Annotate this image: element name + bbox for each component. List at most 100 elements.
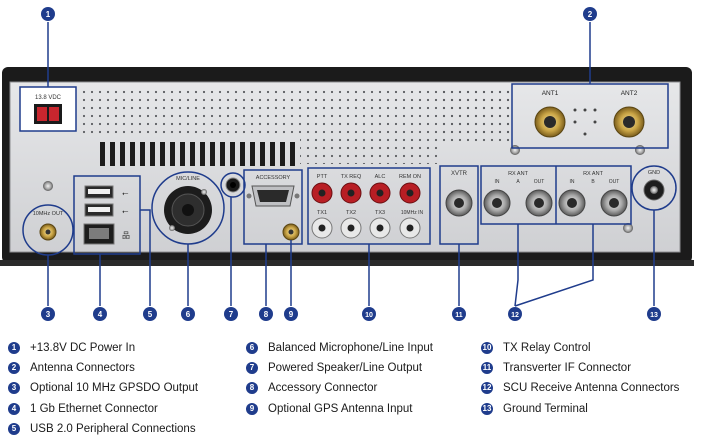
ant1-label: ANT1 [542, 90, 559, 97]
legend-number: 10 [481, 342, 493, 354]
gpsdo-label: 10MHz OUT [33, 211, 64, 217]
legend-item: 5 USB 2.0 Peripheral Connections [8, 421, 196, 437]
legend-item: 7 Powered Speaker/Line Output [246, 360, 422, 376]
legend-text: Antenna Connectors [30, 362, 135, 374]
legend-number: 9 [246, 403, 258, 415]
callout-12 [508, 307, 522, 321]
ground-terminal: GND [631, 165, 677, 211]
legend-text: TX Relay Control [503, 342, 591, 354]
callout-4 [93, 307, 107, 321]
power-label: 13.8 VDC [35, 95, 62, 101]
legend-item: 10 TX Relay Control [481, 340, 591, 356]
svg-text:7: 7 [229, 310, 234, 319]
accessory-label: ACCESSORY [256, 175, 291, 181]
rxb-in-label: IN [570, 179, 575, 185]
scu-rx-antenna-connectors: RX ANT RX ANT IN A OUT IN B OUT [480, 165, 632, 225]
svg-text:11: 11 [455, 312, 463, 319]
callout-2 [583, 7, 597, 21]
power-connector: 13.8 VDC [19, 86, 77, 132]
svg-text:9: 9 [289, 310, 294, 319]
svg-text:12: 12 [511, 312, 519, 319]
svg-text:13: 13 [650, 312, 658, 319]
legend-item: 3 Optional 10 MHz GPSDO Output [8, 380, 198, 396]
svg-text:1: 1 [46, 10, 51, 19]
legend-text: Ground Terminal [503, 403, 588, 415]
rca-top-label: PTT [317, 174, 328, 180]
callout-markers: 1 2 3 4 5 6 7 8 9 10 11 12 13 [41, 7, 661, 321]
rca-bottom-label: TX3 [375, 210, 385, 216]
legend-number: 8 [246, 382, 258, 394]
callout-5 [143, 307, 157, 321]
legend-item: 6 Balanced Microphone/Line Input [246, 340, 433, 356]
rca-top-label: ALC [375, 174, 386, 180]
callout-10 [362, 307, 376, 321]
rxa-a-label: A [516, 179, 520, 185]
legend-number: 3 [8, 382, 20, 394]
network-icon: 品 [122, 231, 130, 240]
svg-text:5: 5 [148, 310, 153, 319]
rca-bottom-label: TX1 [317, 210, 327, 216]
svg-text:4: 4 [98, 310, 103, 319]
callout-3 [41, 307, 55, 321]
mic-label: MIC/LINE [176, 176, 200, 182]
rx-ant-b-label: RX ANT [583, 171, 604, 177]
usb-ethernet: ⭠ ⭠ 品 [73, 175, 141, 255]
speaker-output [220, 172, 246, 198]
usb-icon: ⭠ [122, 207, 129, 216]
svg-text:10: 10 [365, 312, 373, 319]
rxb-out-label: OUT [609, 179, 620, 185]
rca-bottom-label: 10MHz IN [401, 210, 424, 216]
usb-icon: ⭠ [122, 189, 129, 198]
legend-number: 13 [481, 403, 493, 415]
callout-9 [284, 307, 298, 321]
legend-text: Optional 10 MHz GPSDO Output [30, 382, 199, 394]
legend-text: 1 Gb Ethernet Connector [30, 403, 158, 415]
legend-number: 1 [8, 342, 20, 354]
legend-number: 4 [8, 403, 20, 415]
legend-number: 5 [8, 423, 20, 435]
rxb-b-label: B [591, 179, 595, 185]
legend-text: Balanced Microphone/Line Input [268, 342, 433, 354]
xvtr-label: XVTR [451, 171, 468, 177]
legend-text: SCU Receive Antenna Connectors [503, 382, 680, 394]
legend-item: 12 SCU Receive Antenna Connectors [481, 380, 679, 396]
callout-1 [41, 7, 55, 21]
rca-top-label: REM ON [399, 174, 421, 180]
legend-text: Transverter IF Connector [503, 362, 632, 374]
legend-text: +13.8V DC Power In [30, 342, 136, 354]
svg-text:2: 2 [588, 10, 593, 19]
legend-number: 6 [246, 342, 258, 354]
legend-item: 9 Optional GPS Antenna Input [246, 401, 413, 417]
rxa-in-label: IN [495, 179, 500, 185]
ant2-label: ANT2 [621, 90, 638, 97]
legend-item: 1 +13.8V DC Power In [8, 340, 135, 356]
heatsink-slots [100, 142, 295, 166]
legend-number: 2 [8, 362, 20, 374]
tx-relay-control: PTT TX REQ ALC REM ON TX1 TX2 TX3 10MHz … [307, 167, 431, 245]
callout-8 [259, 307, 273, 321]
vent-holes [80, 86, 510, 164]
callout-lines [47, 22, 655, 307]
gnd-label: GND [648, 170, 660, 176]
callout-6 [181, 307, 195, 321]
legend-text: USB 2.0 Peripheral Connections [30, 423, 196, 435]
legend-item: 13 Ground Terminal [481, 401, 588, 417]
rca-top-label: TX REQ [341, 174, 362, 180]
rx-ant-a-label: RX ANT [508, 171, 529, 177]
legend-text: Accessory Connector [268, 382, 378, 394]
accessory-connector: ACCESSORY [243, 169, 303, 245]
legend-number: 7 [246, 362, 258, 374]
svg-text:3: 3 [46, 310, 51, 319]
legend-text: Optional GPS Antenna Input [268, 403, 413, 415]
legend-text: Powered Speaker/Line Output [268, 362, 423, 374]
rca-bottom-label: TX2 [346, 210, 356, 216]
callout-13 [647, 307, 661, 321]
svg-text:8: 8 [264, 310, 269, 319]
legend-number: 12 [481, 382, 493, 394]
callout-7 [224, 307, 238, 321]
legend-item: 4 1 Gb Ethernet Connector [8, 401, 158, 417]
legend-item: 2 Antenna Connectors [8, 360, 135, 376]
